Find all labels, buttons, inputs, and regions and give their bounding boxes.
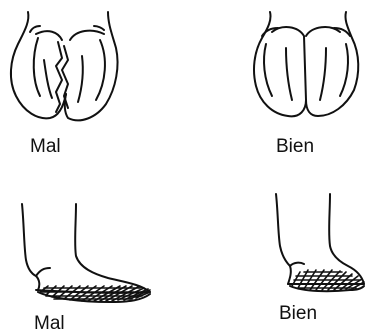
caption-bottom-left: Mal	[34, 314, 65, 333]
overgrown-hoof-shading	[40, 286, 150, 301]
caption-top-left: Mal	[30, 137, 61, 156]
cracked-hoof-front-view-drawing	[11, 12, 118, 120]
caption-bottom-right: Bien	[279, 304, 317, 323]
caption-top-right: Bien	[276, 137, 314, 156]
healthy-hoof-front-view-drawing	[254, 12, 358, 116]
trimmed-hoof-shading	[292, 270, 364, 290]
